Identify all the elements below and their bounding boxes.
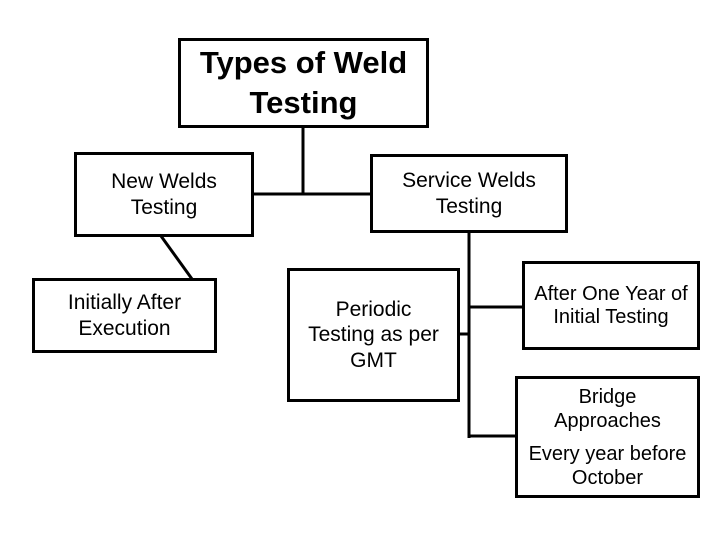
node-new-welds-testing-label: New Welds Testing — [111, 170, 217, 219]
connector-newwelds-to-initially — [159, 235, 194, 280]
node-after-one-year: After One Year of Initial Testing — [522, 261, 700, 350]
node-periodic-testing-gmt: Periodic Testing as per GMT — [287, 268, 460, 402]
node-initially-after-execution: Initially After Execution — [32, 278, 217, 353]
node-new-welds-testing: New Welds Testing — [74, 152, 254, 237]
node-service-welds-testing: Service Welds Testing — [370, 154, 568, 233]
node-bridge-approaches-label: Bridge Approaches — [554, 385, 661, 432]
node-types-of-weld-testing: Types of Weld Testing — [178, 38, 429, 128]
node-initially-after-execution-label: Initially After Execution — [67, 291, 182, 340]
node-types-of-weld-testing-label: Types of Weld Testing — [199, 44, 408, 120]
node-periodic-testing-gmt-label: Periodic Testing as per GMT — [308, 298, 439, 372]
node-service-welds-testing-label: Service Welds Testing — [402, 169, 536, 218]
node-bridge-approaches: Bridge Approaches Every year before Octo… — [515, 376, 700, 498]
node-after-one-year-label: After One Year of Initial Testing — [534, 282, 688, 328]
node-bridge-approaches-sublabel: Every year before October — [528, 442, 687, 489]
